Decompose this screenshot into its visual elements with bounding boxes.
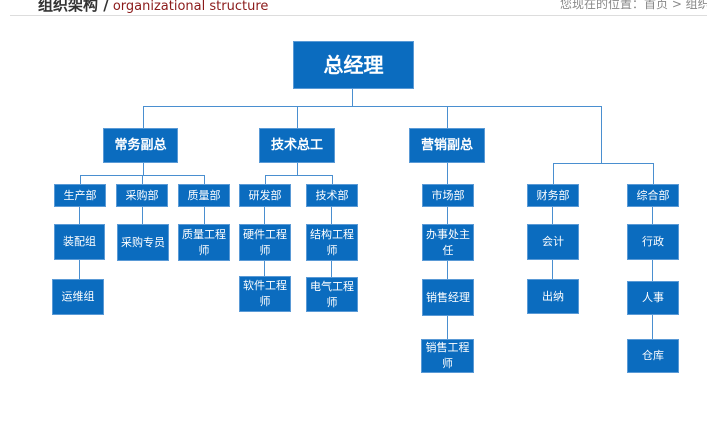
connector: [297, 106, 298, 128]
title-cn: 组织架构 /: [38, 0, 109, 14]
dept-box: 质量部: [178, 184, 230, 207]
dept-box: 生产部: [54, 184, 106, 207]
role-box: 运维组: [52, 279, 104, 315]
ceo-box: 总经理: [293, 41, 414, 89]
breadcrumb: 您现在的位置：首页 > 组织架构: [560, 0, 707, 11]
role-box: 软件工程师: [239, 276, 291, 312]
connector: [332, 175, 333, 184]
connector: [652, 207, 653, 339]
connector: [653, 163, 654, 184]
connector: [447, 106, 448, 128]
dept-box: 采购部: [116, 184, 168, 207]
connector: [352, 89, 353, 106]
role-box: 电气工程师: [306, 277, 358, 312]
connector: [447, 207, 448, 339]
connector: [142, 175, 143, 184]
role-box: 行政: [627, 224, 679, 260]
connector: [297, 163, 298, 175]
connector: [553, 163, 654, 164]
dept-box: 综合部: [627, 184, 679, 207]
role-box: 人事: [627, 281, 679, 315]
dept-box: 财务部: [527, 184, 579, 207]
connector: [143, 106, 144, 128]
title-en: organizational structure: [108, 0, 269, 14]
connector: [447, 163, 448, 184]
dept-box: 技术部: [306, 184, 358, 207]
connector: [265, 175, 266, 184]
vp-box: 常务副总: [103, 128, 178, 163]
connector: [142, 207, 143, 224]
page-title: 组织架构 / organizational structure: [38, 0, 268, 15]
role-box: 销售工程师: [421, 339, 474, 373]
connector: [143, 163, 144, 175]
connector: [204, 207, 205, 224]
role-box: 仓库: [627, 339, 679, 373]
role-box: 出纳: [527, 279, 579, 314]
divider: [10, 15, 707, 16]
role-box: 结构工程师: [306, 224, 358, 261]
dept-box: 研发部: [239, 184, 291, 207]
role-box: 装配组: [54, 224, 105, 260]
role-box: 采购专员: [117, 224, 169, 261]
connector: [601, 106, 602, 163]
role-box: 销售经理: [422, 279, 474, 316]
role-box: 质量工程师: [178, 224, 230, 261]
role-box: 会计: [527, 224, 579, 260]
dept-box: 市场部: [422, 184, 474, 207]
connector: [265, 175, 333, 176]
connector: [143, 106, 602, 107]
connector: [553, 163, 554, 184]
connector: [80, 175, 81, 184]
vp-box: 营销副总: [409, 128, 485, 163]
role-box: 办事处主任: [422, 224, 474, 261]
connector: [204, 175, 205, 184]
role-box: 硬件工程师: [239, 224, 291, 261]
vp-box: 技术总工: [259, 128, 335, 163]
